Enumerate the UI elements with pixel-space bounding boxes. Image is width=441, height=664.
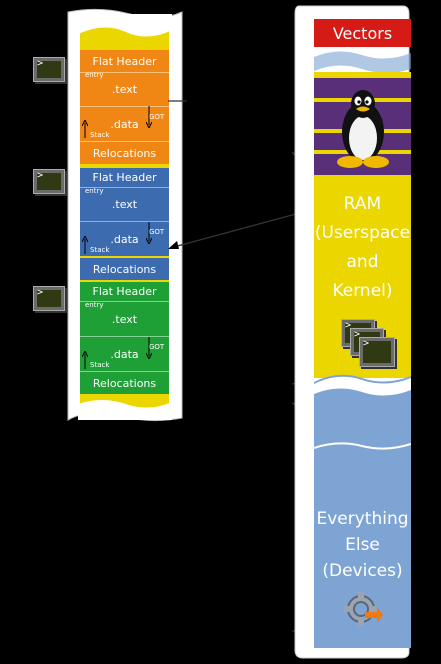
left-top-wave	[78, 14, 172, 37]
divider	[80, 336, 169, 337]
flat-header-label: Flat Header	[92, 285, 157, 298]
devices-line: (Devices)	[322, 561, 403, 581]
relocations-2: Relocations	[80, 258, 169, 280]
divider	[80, 301, 169, 302]
got-arrow-icon	[146, 337, 152, 359]
ram-label: RAM (Userspace and Kernel)	[314, 194, 411, 302]
divider	[80, 72, 169, 73]
devices-wave	[314, 442, 411, 450]
flat-header-label: Flat Header	[92, 171, 157, 184]
ram-line: and	[346, 252, 379, 272]
flat-header-1: Flat Header	[80, 50, 169, 72]
entry-label: entry	[85, 71, 104, 79]
divider	[80, 166, 169, 168]
ram-line: Kernel)	[332, 281, 393, 301]
stack-label: Stack	[90, 246, 110, 254]
data-label: .data	[110, 347, 139, 361]
text-segment-2: .text	[80, 188, 169, 221]
relocations-3: Relocations	[80, 372, 169, 394]
divider	[80, 256, 169, 258]
stack-label: Stack	[90, 131, 110, 139]
got-arrow-icon	[146, 106, 152, 128]
tux-penguin-icon	[337, 90, 389, 168]
got-label: GOT	[149, 343, 165, 351]
ram-else-wave	[314, 374, 411, 418]
relocations-1: Relocations	[80, 142, 169, 164]
flat-header-2: Flat Header	[80, 168, 169, 187]
data-segment-1: .data	[80, 107, 169, 141]
devices-label: Everything Else (Devices)	[314, 509, 411, 582]
relocations-label: Relocations	[92, 262, 157, 276]
got-label: GOT	[149, 228, 165, 236]
divider	[80, 141, 169, 142]
stack-arrow-icon	[82, 236, 88, 254]
vectors-label: Vectors	[332, 23, 393, 43]
entry-label: entry	[85, 187, 104, 195]
divider	[80, 221, 169, 222]
text-label: .text	[111, 198, 138, 211]
terminal-icon: >	[33, 286, 65, 311]
data-label: .data	[110, 117, 139, 131]
text-segment-3: .text	[80, 302, 169, 336]
data-segment-2: .data	[80, 222, 169, 256]
ram-line: (Userspace	[314, 223, 411, 243]
got-label: GOT	[149, 113, 165, 121]
relocations-label: Relocations	[92, 376, 157, 390]
stack-label: Stack	[90, 361, 110, 369]
stack-arrow-icon	[82, 120, 88, 138]
gear-arrow-icon	[344, 592, 383, 626]
data-label: .data	[110, 232, 139, 246]
terminal-icon: >	[33, 57, 65, 82]
vectors-region: Vectors	[314, 19, 411, 47]
divider	[80, 280, 169, 282]
terminal-icon: >	[33, 169, 65, 194]
devices-line: Everything	[316, 509, 409, 529]
devices-line: Else	[345, 535, 380, 555]
flat-header-label: Flat Header	[92, 54, 157, 68]
ram-line: RAM	[343, 194, 382, 214]
left-bottom-wave	[78, 400, 172, 420]
text-label: .text	[111, 83, 138, 96]
text-segment-1: .text	[80, 73, 169, 106]
entry-label: entry	[85, 301, 104, 309]
flat-header-3: Flat Header	[80, 282, 169, 301]
vectors-wave-gap	[314, 51, 411, 73]
divider	[80, 187, 169, 188]
got-arrow-icon	[146, 222, 152, 244]
relocations-label: Relocations	[92, 146, 157, 160]
data-segment-3: .data	[80, 337, 169, 371]
divider	[80, 371, 169, 372]
stack-arrow-icon	[82, 351, 88, 369]
divider	[80, 106, 169, 107]
text-label: .text	[111, 312, 138, 326]
